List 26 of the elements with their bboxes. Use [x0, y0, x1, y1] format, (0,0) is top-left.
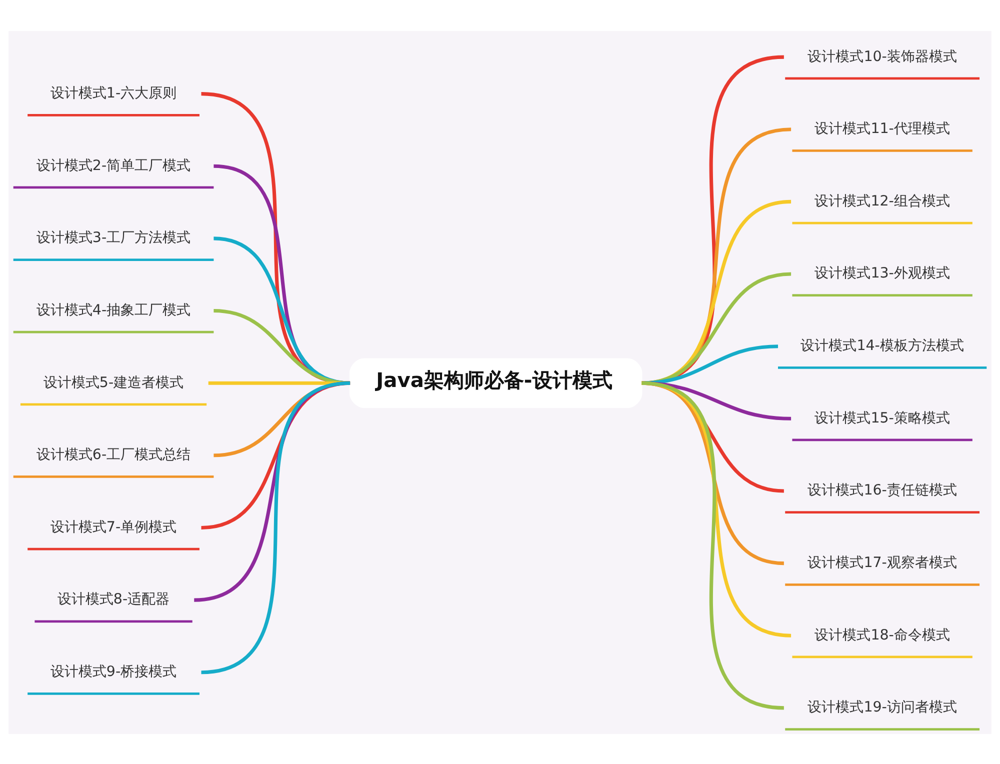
node-text: 设计模式13-外观模式 — [814, 265, 950, 282]
node-text: 设计模式14-模板方法模式 — [800, 338, 964, 354]
node-text: 设计模式7-单例模式 — [50, 518, 177, 535]
node-text: 设计模式3-工厂方法模式 — [36, 230, 191, 246]
node-text: 设计模式6-工厂模式总结 — [36, 446, 191, 463]
node-text: 设计模式8-适配器 — [57, 591, 170, 608]
node-text: 设计模式12-组合模式 — [814, 192, 950, 209]
node-text: 设计模式1-六大原则 — [50, 85, 177, 102]
node-text: 设计模式11-代理模式 — [814, 120, 950, 137]
node-text: 设计模式9-桥接模式 — [50, 664, 177, 680]
node-text: 设计模式10-装饰器模式 — [808, 48, 957, 64]
node-text: 设计模式18-命令模式 — [814, 626, 950, 643]
node-text: 设计模式17-观察者模式 — [808, 554, 957, 570]
connector — [200, 92, 350, 384]
node-text: 设计模式15-策略模式 — [814, 410, 950, 426]
node-text: 设计模式16-责任链模式 — [808, 482, 957, 498]
node-text: 设计模式2-简单工厂模式 — [36, 157, 191, 174]
node-text: 设计模式5-建造者模式 — [43, 374, 184, 390]
node-text: 设计模式19-访问者模式 — [808, 699, 957, 716]
node-text: 设计模式4-抽象工厂模式 — [36, 302, 191, 318]
connector — [641, 199, 792, 384]
connector — [641, 272, 792, 384]
connector — [213, 236, 350, 384]
node-box: Java架构师必备-设计模式 — [349, 358, 642, 408]
connector — [642, 344, 778, 384]
connector — [214, 308, 350, 384]
